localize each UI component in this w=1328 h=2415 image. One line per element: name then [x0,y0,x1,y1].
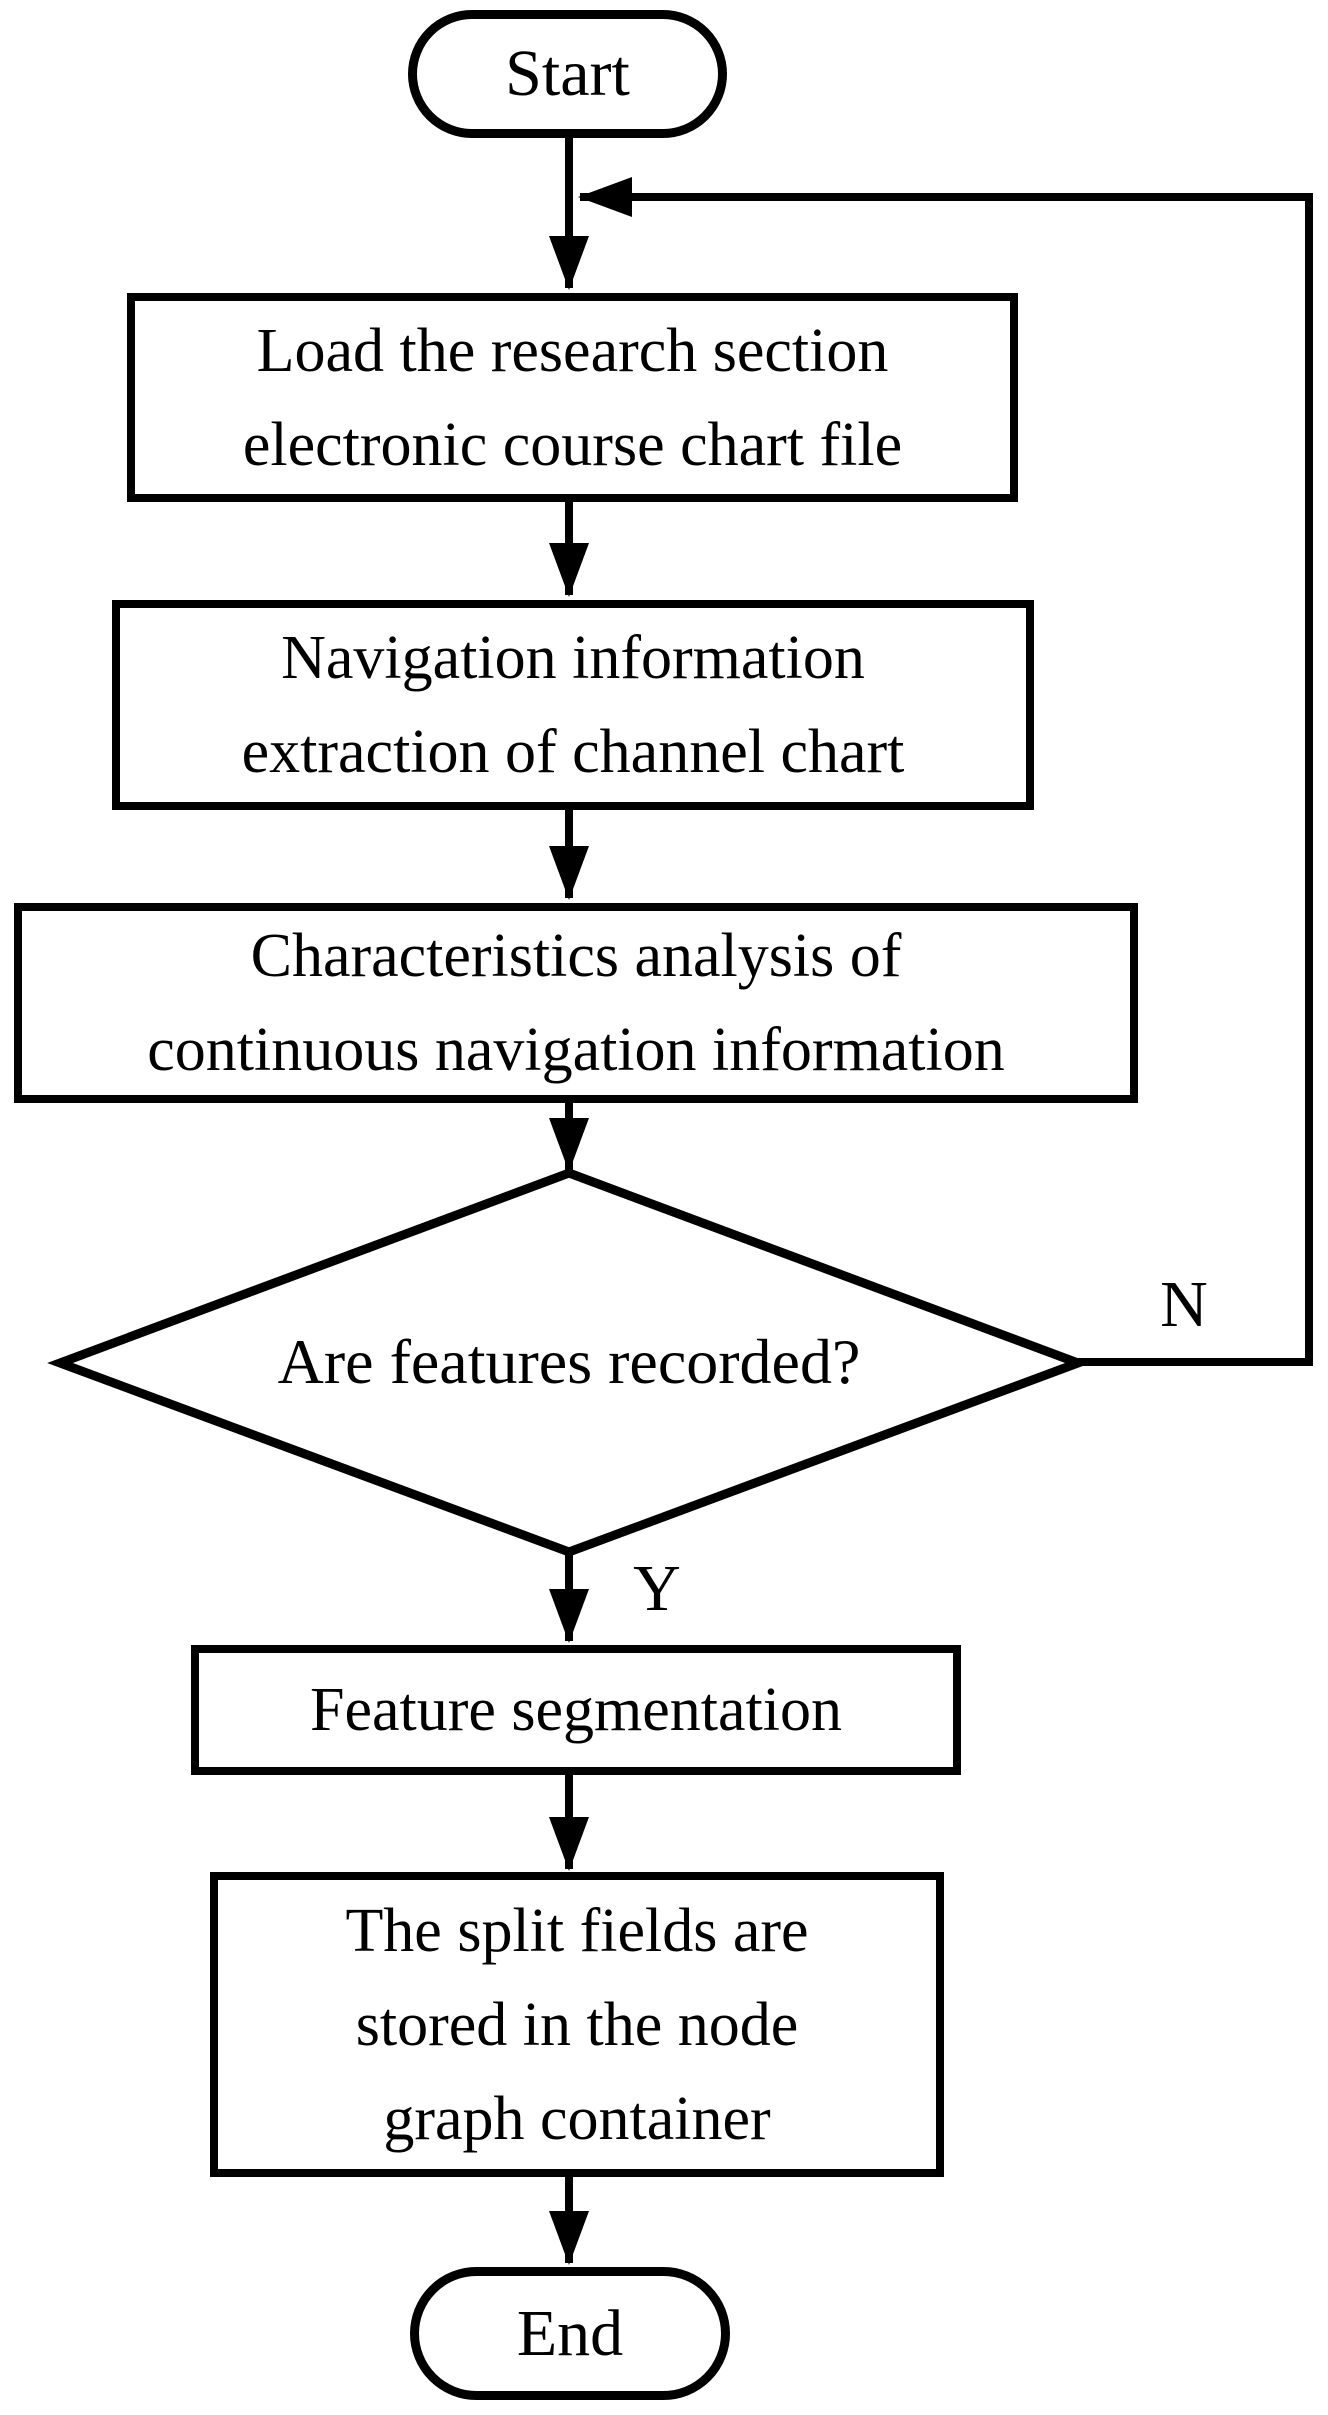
process-line: graph container [383,2084,771,2153]
process-store-split-fields: The split fields are stored in the node … [210,1872,944,2177]
branch-label-no: N [1149,1272,1219,1338]
process-line: continuous navigation information [147,1016,1005,1084]
process-feature-segmentation: Feature segmentation [191,1645,961,1775]
yes-label: Y [633,1552,681,1625]
process-navigation-extraction: Navigation information extraction of cha… [112,600,1034,810]
process-line: extraction of channel chart [241,718,905,786]
process-line: Navigation information [281,624,865,692]
process-line: Feature segmentation [310,1676,842,1744]
end-terminator: End [410,2267,730,2400]
decision-are-features-recorded: Are features recorded? [159,1314,979,1410]
process-line: Load the research section [256,316,889,385]
process-line: electronic course chart file [242,410,903,479]
arrow-decision-no-feedback [578,177,1313,1366]
branch-label-yes: Y [622,1556,692,1622]
start-terminator: Start [408,10,727,138]
decision-label: Are features recorded? [277,1326,861,1397]
process-line: The split fields are [345,1896,809,1965]
start-label: Start [505,37,630,110]
process-line: stored in the node [355,1990,799,2059]
end-label: End [516,2296,624,2370]
process-line: Characteristics analysis of [250,922,902,990]
no-label: N [1160,1268,1208,1341]
process-characteristics-analysis: Characteristics analysis of continuous n… [14,903,1138,1103]
process-load-chart-file: Load the research section electronic cou… [127,293,1018,502]
